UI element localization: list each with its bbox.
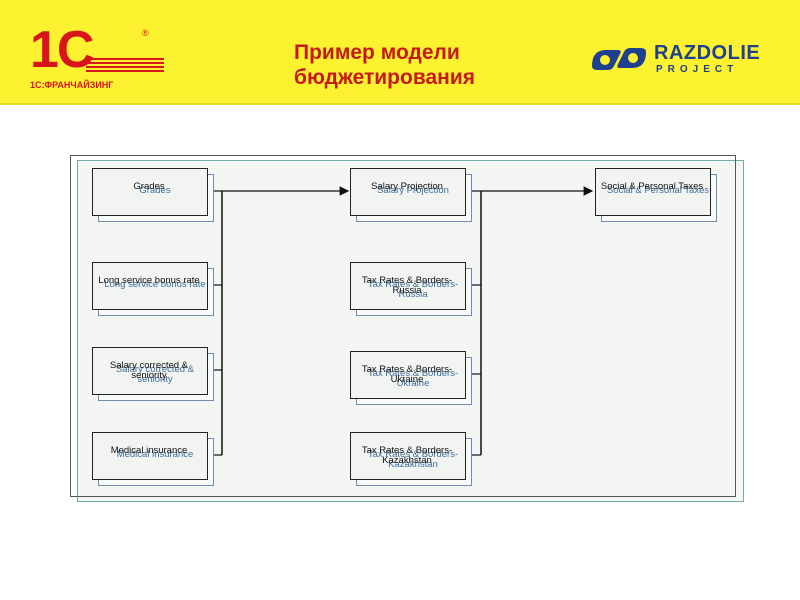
node-ghost-label: Salary Projection (377, 185, 449, 196)
node-label: Tax Rates & Borders- Russia (361, 275, 453, 296)
logo-1c-subtitle: 1С:ФРАНЧАЙЗИНГ (30, 80, 114, 90)
node-label: Grades (133, 181, 165, 192)
slide-title: Пример модели бюджетирования (294, 41, 475, 89)
node-label: Tax Rates & Borders- Kazakhstan (361, 445, 453, 466)
node-ghost-label: Tax Rates & Borders- Kazakhstan (367, 449, 459, 470)
razdolie-project: PROJECT (656, 64, 739, 75)
node-label: Long service bonus rate (98, 275, 200, 286)
razdolie-name: RAZDOLIE (654, 42, 761, 64)
razdolie-logo: RAZDOLIE PROJECT (588, 42, 778, 78)
node-tax-rates-russia[interactable]: Tax Rates & Borders- Russia Tax Rates & … (350, 262, 472, 316)
node-grades[interactable]: Grades Grades (92, 168, 214, 222)
node-ghost-label: Tax Rates & Borders- Ukraine (367, 368, 459, 389)
node-ghost-label: Medical insurance (116, 449, 194, 460)
node-ghost-label: Grades (139, 185, 171, 196)
node-ghost-label: Salary corrected & seniority (115, 364, 195, 385)
node-label: Social & Personal Taxes (600, 181, 704, 192)
logo-1c-mark: 1С (30, 21, 95, 79)
node-label: Salary corrected & seniority (109, 360, 189, 381)
node-social-personal-taxes[interactable]: Social & Personal Taxes Social & Persona… (595, 168, 717, 222)
slide-header: 1С ® 1С:ФРАНЧАЙЗИНГ Пример модели бюджет… (0, 0, 800, 105)
razdolie-chain-icon (592, 48, 646, 70)
node-salary-corrected-seniority[interactable]: Salary corrected & seniority Salary corr… (92, 347, 214, 401)
logo-stripes (86, 58, 164, 74)
node-ghost-label: Long service bonus rate (104, 279, 206, 290)
node-ghost-label: Tax Rates & Borders- Russia (367, 279, 459, 300)
node-tax-rates-kazakhstan[interactable]: Tax Rates & Borders- Kazakhstan Tax Rate… (350, 432, 472, 486)
node-medical-insurance[interactable]: Medical insurance Medical insurance (92, 432, 214, 486)
node-long-service-bonus-rate[interactable]: Long service bonus rate Long service bon… (92, 262, 214, 316)
registered-mark: ® (142, 28, 149, 38)
node-salary-projection[interactable]: Salary Projection Salary Projection (350, 168, 472, 222)
node-label: Salary Projection (371, 181, 443, 192)
node-tax-rates-ukraine[interactable]: Tax Rates & Borders- Ukraine Tax Rates &… (350, 351, 472, 405)
1c-franchising-logo: 1С ® 1С:ФРАНЧАЙЗИНГ (30, 21, 164, 94)
diagram-frame (70, 155, 736, 497)
node-label: Medical insurance (110, 445, 188, 456)
node-ghost-label: Social & Personal Taxes (606, 185, 710, 196)
node-label: Tax Rates & Borders- Ukraine (361, 364, 453, 385)
